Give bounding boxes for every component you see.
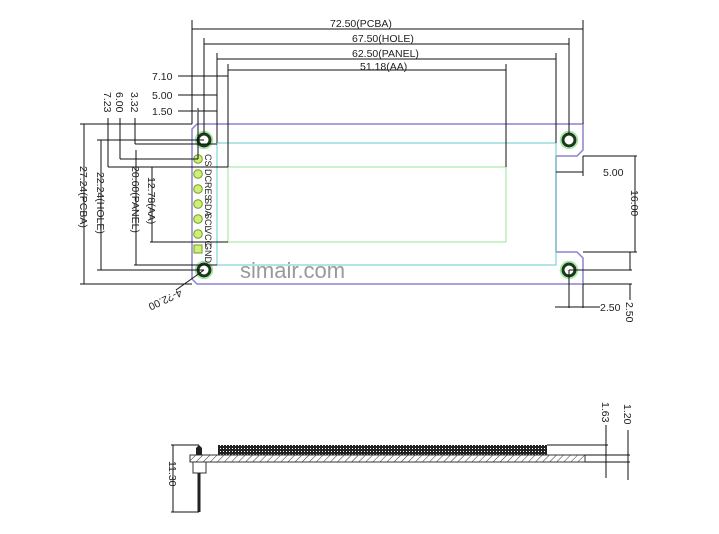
pin-label: VCC <box>203 228 213 248</box>
dim-width-pcba: 72.50(PCBA) <box>330 18 392 30</box>
dim-7-23: 7.23 <box>101 92 113 113</box>
dim-1-50: 1.50 <box>152 106 173 118</box>
pin-header <box>193 154 203 254</box>
dim-height-panel: 20.60(PANEL) <box>129 166 141 233</box>
dim-width-aa: 51.18(AA) <box>360 61 407 73</box>
pin-label: RES <box>203 182 213 201</box>
dimension-lines <box>80 20 637 308</box>
dim-7-10: 7.10 <box>152 71 173 83</box>
dim-notch-depth: 5.00 <box>603 167 624 179</box>
dim-width-hole: 67.50(HOLE) <box>352 33 414 45</box>
hole-icon <box>561 132 577 148</box>
dim-width-panel: 62.50(PANEL) <box>352 48 419 60</box>
panel-outline <box>216 142 557 266</box>
dim-5-00: 5.00 <box>152 90 173 102</box>
dim-hole-diameter: 4-?2.00 <box>146 286 183 312</box>
pin-label: GND <box>203 243 213 264</box>
side-view: 11.30 1.63 1.20 <box>166 402 633 513</box>
pcb-board <box>189 454 586 463</box>
pin-label: SCL <box>203 213 213 231</box>
dim-side-thickness-1: 1.63 <box>599 402 611 423</box>
dim-side-height: 11.30 <box>166 461 178 487</box>
dim-side-thickness-2: 1.20 <box>621 404 633 425</box>
pin-label: CS <box>203 154 213 167</box>
dim-height-pcba: 27.24(PCBA) <box>77 166 89 228</box>
dim-3-32: 3.32 <box>128 92 140 113</box>
watermark: simair.com <box>240 258 345 283</box>
dim-height-aa: 12.78(AA) <box>145 177 157 224</box>
display-glass <box>218 445 547 455</box>
pin-labels: CS DC RES SDA SCL VCC GND <box>203 154 213 264</box>
pin-label: DC <box>203 169 213 182</box>
dim-hole-offset-y: 2.50 <box>623 302 635 323</box>
active-area-outline <box>227 166 507 243</box>
dim-6-00: 6.00 <box>113 92 125 113</box>
dim-hole-offset-x: 2.50 <box>600 302 621 314</box>
mounting-holes <box>196 132 577 278</box>
dim-notch-height: 16.00 <box>628 190 640 216</box>
header-housing <box>192 461 207 474</box>
dim-height-hole: 22.24(HOLE) <box>94 172 106 234</box>
pin-label: SDA <box>203 198 213 217</box>
